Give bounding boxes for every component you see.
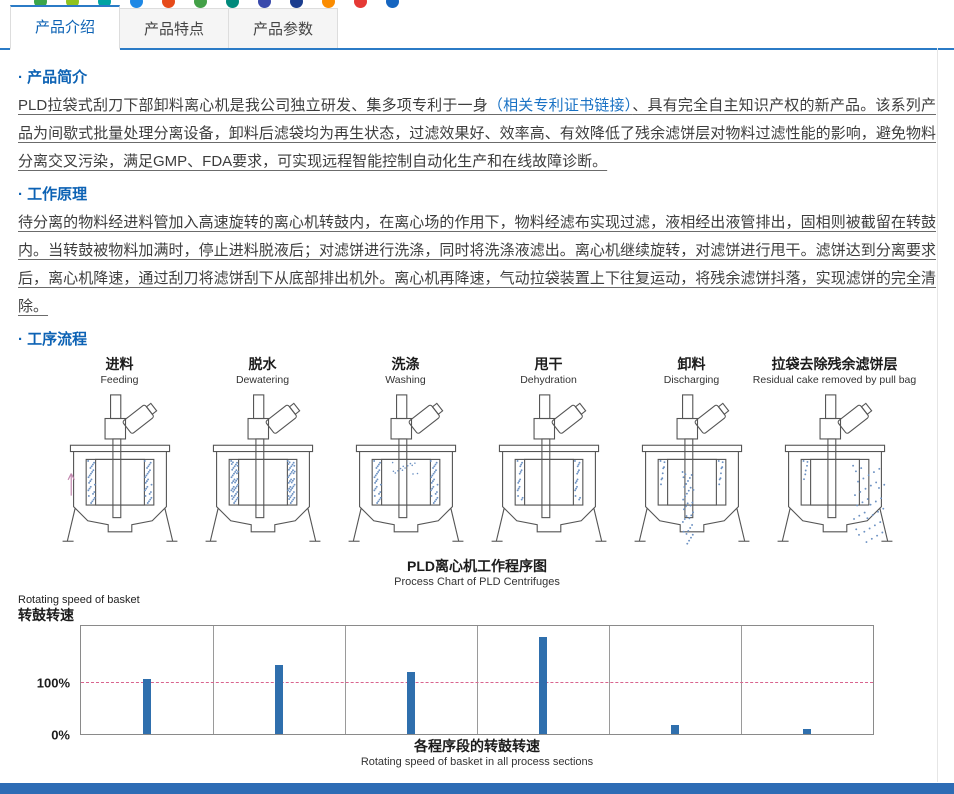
section-heading-principle: · 工作原理 (18, 186, 88, 204)
app-icon[interactable] (98, 0, 111, 8)
stage-label-cn: 甩干 (534, 356, 563, 373)
chart-head: Rotating speed of basket 转鼓转速 (18, 594, 936, 624)
chart-section-divider (344, 626, 346, 735)
tab-content: · 产品简介 PLD拉袋式刮刀下部卸料离心机是我公司独立研发、集多项专利于一身（… (0, 50, 954, 783)
page-right-divider (937, 48, 938, 782)
chart-caption-en: Rotating speed of basket in all process … (360, 755, 594, 768)
footer-bar (0, 783, 954, 794)
speed-chart-plot (80, 625, 874, 736)
intro-paragraph: PLD拉袋式刮刀下部卸料离心机是我公司独立研发、集多项专利于一身（相关专利证书链… (18, 92, 936, 175)
chart-bar (539, 636, 547, 735)
app-icon[interactable] (34, 0, 47, 8)
stage-label-cn: 洗涤 (391, 356, 420, 373)
intro-text-after-link: 、具有完全自主知识产权的新产品。该系列产品为间歇式批量处理分离设备，卸料后滤袋均… (18, 97, 936, 170)
tab-product-intro[interactable]: 产品介绍 (10, 5, 121, 50)
app-icon[interactable] (226, 0, 239, 8)
product-tabs: 产品介绍 产品特点 产品参数 (0, 5, 954, 50)
chart-reference-line (81, 682, 873, 684)
chart-y-axis: 100% 0% (18, 625, 80, 743)
centrifuge-stage-drawing (777, 394, 892, 544)
patent-certificate-link[interactable]: （相关专利证书链接） (487, 97, 633, 114)
app-icon[interactable] (194, 0, 207, 8)
app-icon[interactable] (386, 0, 399, 8)
top-icons-row (0, 0, 954, 12)
stage-label-en: Residual cake removed by pull bag (752, 374, 917, 387)
chart-y-tick: 0% (51, 727, 70, 743)
diagram-title-en: Process Chart of PLD Centrifuges (394, 575, 560, 588)
tab-product-features[interactable]: 产品特点 (120, 8, 230, 48)
chart-y-tick: 100% (36, 675, 70, 691)
stage-label-cn: 拉袋去除残余滤饼层 (771, 356, 898, 373)
stage-label-en: Washing (385, 374, 426, 387)
centrifuge-stage-drawing (348, 394, 463, 543)
diagram-title-cn: PLD离心机工作程序图 (407, 558, 547, 575)
speed-chart: Rotating speed of basket 转鼓转速 100% 0% 各程序… (18, 594, 936, 770)
app-icon[interactable] (322, 0, 335, 8)
intro-text-before-link: PLD拉袋式刮刀下部卸料离心机是我公司独立研发、集多项专利于一身 (18, 97, 488, 114)
app-icon[interactable] (354, 0, 367, 8)
centrifuge-stage-drawing (491, 394, 606, 543)
app-icon[interactable] (162, 0, 175, 8)
stage-label-cn: 进料 (105, 356, 134, 373)
stage-label-en: Discharging (663, 374, 720, 387)
stage-label-en: Feeding (100, 374, 139, 387)
chart-section-divider (608, 626, 610, 735)
chart-bar (275, 665, 283, 735)
section-heading-intro: · 产品简介 (18, 69, 88, 86)
chart-bar (803, 729, 811, 735)
section-heading-process: · 工序流程 (18, 331, 88, 349)
process-diagram-title: PLD离心机工作程序图 Process Chart of PLD Centrif… (18, 558, 936, 589)
app-icon[interactable] (130, 0, 143, 8)
chart-caption-cn: 各程序段的转鼓转速 (414, 738, 540, 755)
app-icon[interactable] (66, 0, 79, 8)
app-icon[interactable] (290, 0, 303, 8)
stage-label-cn: 卸料 (677, 356, 706, 373)
chart-bar (407, 671, 415, 735)
chart-title-en: Rotating speed of basket (18, 593, 140, 606)
chart-caption: 各程序段的转鼓转速 Rotating speed of basket in al… (18, 738, 936, 769)
principle-paragraph: 待分离的物料经进料管加入高速旋转的离心机转鼓内，在离心场的作用下，物料经滤布实现… (18, 214, 936, 315)
stage-label-cn: 脱水 (248, 356, 277, 373)
centrifuge-stage-drawing (634, 394, 749, 545)
chart-section-divider (212, 626, 214, 735)
stage-label-en: Dehydration (520, 374, 577, 387)
chart-title-cn: 转鼓转速 (18, 606, 74, 623)
tab-product-params[interactable]: 产品参数 (229, 8, 339, 48)
chart-section-divider (477, 626, 478, 735)
chart-section-divider (741, 626, 742, 735)
chart-body: 100% 0% (18, 625, 936, 743)
stage-label-en: Dewatering (235, 374, 290, 387)
chart-bar (142, 679, 151, 735)
centrifuge-stage-drawing (62, 394, 177, 543)
centrifuge-stage-drawing (205, 394, 320, 543)
app-icon[interactable] (258, 0, 271, 8)
chart-bar (671, 725, 679, 735)
